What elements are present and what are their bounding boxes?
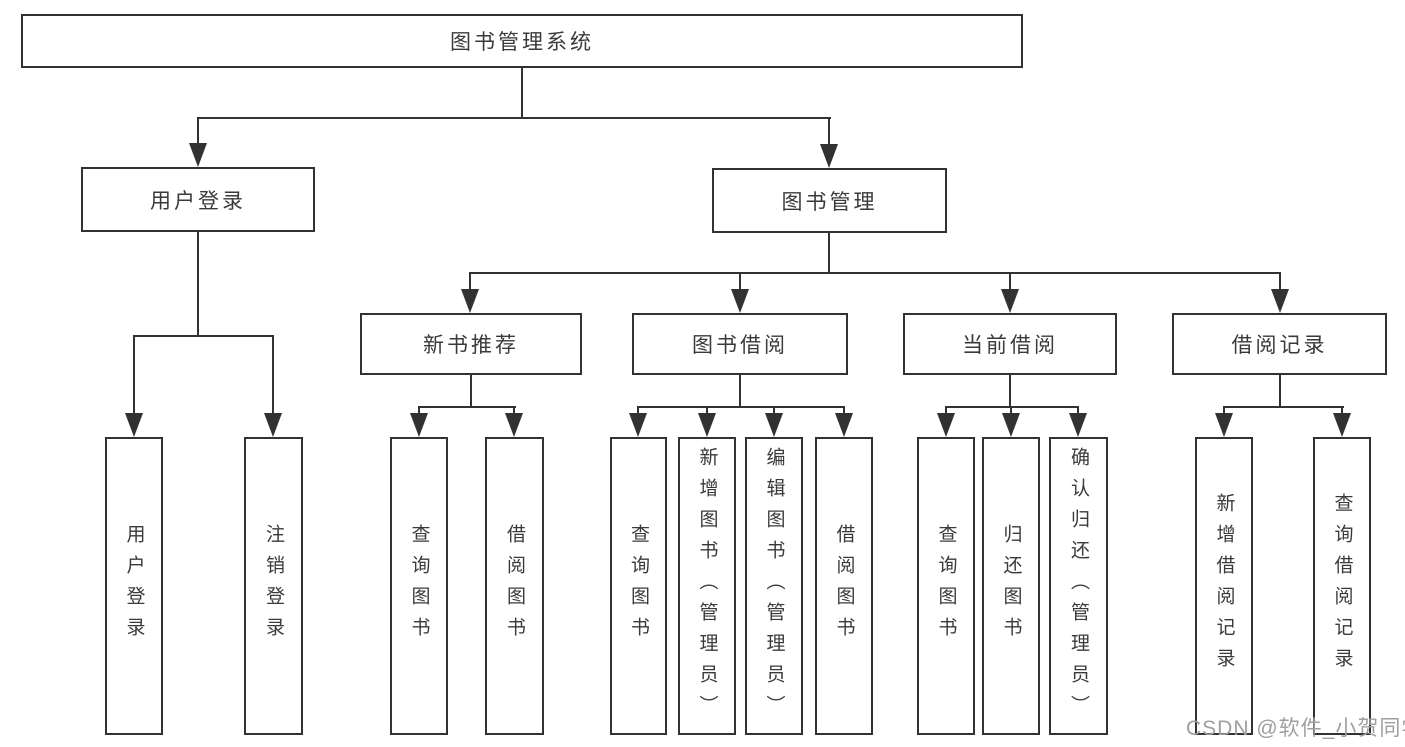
arrow-down-icon — [731, 289, 749, 313]
node-label: 用户登录 — [150, 189, 246, 213]
leaf-label: 查询图书 — [628, 524, 649, 648]
arrow-down-icon — [1069, 413, 1087, 437]
connector-nb-stub — [470, 375, 472, 408]
connector-bm-stub — [828, 233, 830, 274]
arrow-down-icon — [1271, 289, 1289, 313]
leaf-label: 新增借阅记录 — [1213, 493, 1235, 679]
leaf-label: 借阅图书 — [504, 524, 525, 648]
connector-l3-drop3 — [1009, 272, 1011, 298]
leaf-logout: 注销登录 — [244, 437, 303, 735]
arrow-down-icon — [189, 143, 207, 167]
connector-cb-stub — [1009, 374, 1011, 408]
leaf-edit-book-admin: 编辑图书（管理员） — [745, 437, 803, 735]
node-label: 新书推荐 — [423, 334, 519, 357]
connector-bb-rail — [637, 406, 845, 408]
node-label: 图书管理系统 — [450, 31, 594, 54]
leaf-query-books-recommend: 查询图书 — [390, 437, 448, 735]
connector-l3-drop2 — [739, 272, 741, 298]
leaf-label: 查询借阅记录 — [1331, 493, 1353, 679]
connector-l3-drop4 — [1279, 272, 1281, 298]
connector-level3-rail — [469, 272, 1281, 274]
arrow-down-icon — [937, 413, 955, 437]
leaf-user-login: 用户登录 — [105, 437, 163, 735]
arrow-down-icon — [629, 413, 647, 437]
leaf-query-borrow-record: 查询借阅记录 — [1313, 437, 1371, 735]
node-book-borrow: 图书借阅 — [632, 313, 848, 375]
arrow-down-icon — [1002, 413, 1020, 437]
leaf-label: 新增图书（管理员） — [696, 446, 718, 726]
leaf-borrow-books-recommend: 借阅图书 — [485, 437, 544, 735]
leaf-label: 归还图书 — [1000, 524, 1022, 648]
connector-level2-rail — [197, 117, 831, 119]
leaf-label: 借阅图书 — [833, 524, 855, 648]
arrow-down-icon — [1333, 413, 1351, 437]
connector-book-mgmt-drop — [828, 117, 830, 153]
arrow-down-icon — [1001, 289, 1019, 313]
leaf-label: 编辑图书（管理员） — [763, 446, 785, 726]
node-user-login: 用户登录 — [81, 167, 315, 232]
arrow-down-icon — [1215, 413, 1233, 437]
node-book-management: 图书管理 — [712, 168, 947, 233]
arrow-down-icon — [820, 144, 838, 168]
leaf-label: 确认归还（管理员） — [1068, 446, 1089, 726]
arrow-down-icon — [835, 413, 853, 437]
leaf-label: 查询图书 — [935, 524, 957, 648]
leaf-label: 用户登录 — [123, 524, 145, 648]
arrow-down-icon — [410, 413, 428, 437]
leaf-query-books-borrow: 查询图书 — [610, 437, 667, 735]
connector-ul-rail — [133, 335, 274, 337]
connector-ul-drop1 — [133, 337, 135, 421]
connector-ul-drop2 — [272, 337, 274, 421]
arrow-down-icon — [698, 413, 716, 437]
connector-l3-drop1 — [469, 272, 471, 298]
leaf-confirm-return-admin: 确认归还（管理员） — [1049, 437, 1108, 735]
connector-br-rail — [1223, 406, 1344, 408]
arrow-down-icon — [765, 413, 783, 437]
node-root: 图书管理系统 — [21, 14, 1023, 68]
node-borrow-records: 借阅记录 — [1172, 313, 1387, 375]
node-current-borrow: 当前借阅 — [903, 313, 1117, 375]
node-label: 借阅记录 — [1231, 334, 1328, 357]
connector-cb-rail — [945, 406, 1079, 408]
leaf-add-book-admin: 新增图书（管理员） — [678, 437, 736, 735]
connector-user-login-drop — [197, 117, 199, 153]
arrow-down-icon — [505, 413, 523, 437]
node-label: 图书管理 — [781, 190, 878, 214]
leaf-add-borrow-record: 新增借阅记录 — [1195, 437, 1253, 735]
leaf-return-book: 归还图书 — [982, 437, 1040, 735]
leaf-label: 查询图书 — [408, 524, 430, 648]
leaf-label: 注销登录 — [263, 524, 284, 648]
connector-nb-rail — [418, 406, 516, 408]
node-label: 图书借阅 — [692, 334, 788, 357]
leaf-borrow-books: 借阅图书 — [815, 437, 873, 735]
node-new-book-recommend: 新书推荐 — [360, 313, 582, 375]
csdn-watermark: CSDN @软件_小贺同学 — [1186, 717, 1405, 740]
arrow-down-icon — [125, 413, 143, 437]
connector-br-stub — [1279, 374, 1281, 408]
leaf-query-books-current: 查询图书 — [917, 437, 975, 735]
connector-bb-stub — [739, 375, 741, 408]
connector-root-stub — [521, 68, 523, 119]
arrow-down-icon — [461, 289, 479, 313]
connector-ul-stub — [197, 232, 199, 337]
arrow-down-icon — [264, 413, 282, 437]
node-label: 当前借阅 — [962, 334, 1058, 357]
